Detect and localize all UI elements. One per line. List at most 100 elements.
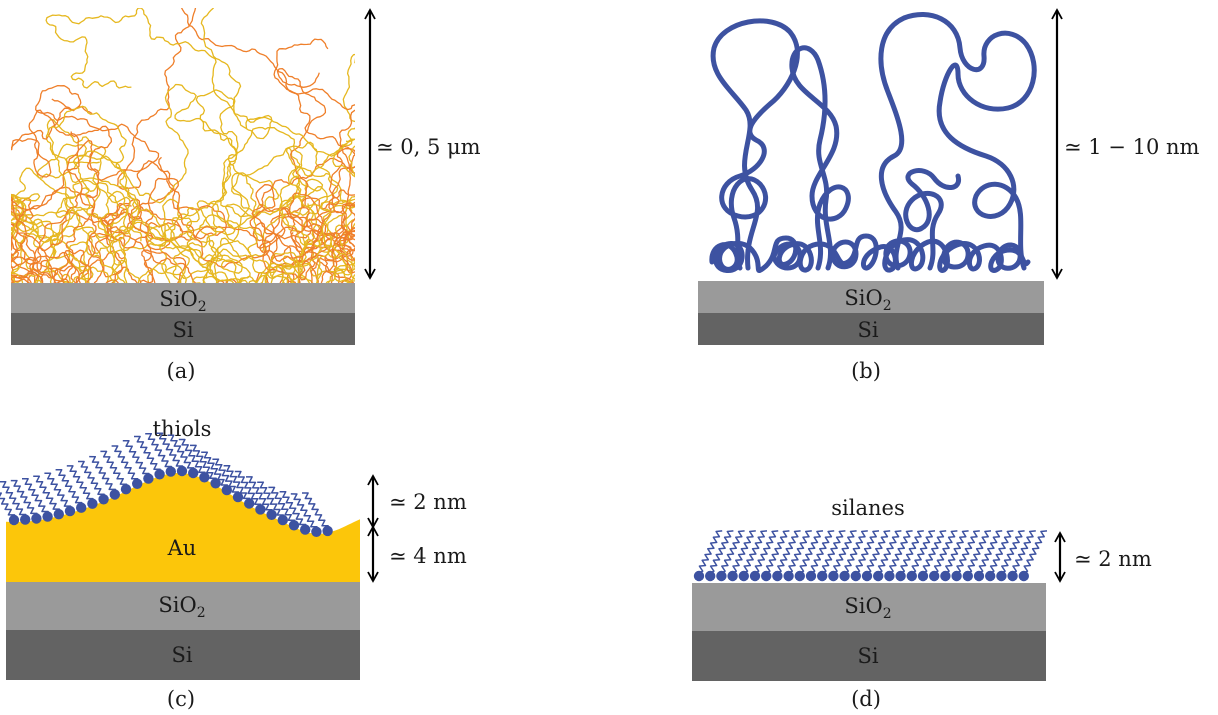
thiol-chain — [55, 469, 83, 507]
silane-chain — [967, 530, 992, 574]
polymer-brush-thick-layer — [11, 8, 355, 283]
silane-headgroup — [951, 570, 962, 582]
silane-chain — [933, 530, 958, 574]
thiol-headgroup — [87, 498, 98, 509]
thickness-label: ≃ 1 − 10 nm — [1064, 135, 1200, 159]
thiol-chain — [279, 491, 307, 529]
thiol-headgroup — [300, 524, 311, 535]
thiol-headgroup — [165, 466, 176, 477]
thiol-chain — [145, 432, 173, 471]
silane-headgroup — [895, 570, 906, 582]
thiol-headgroups — [8, 465, 333, 537]
thiol-chain — [134, 435, 161, 474]
thiol-chain — [212, 458, 240, 497]
silane-chain — [1023, 530, 1048, 574]
thiol-headgroup — [199, 472, 210, 483]
polymer-chain — [11, 84, 197, 283]
silane-headgroup — [761, 570, 772, 582]
panel-b: SiO2 Si ≃ 1 − 10 nm (b) — [698, 8, 1200, 383]
silane-chain — [810, 530, 835, 574]
si-substrate — [692, 631, 1046, 681]
polymer-loops-base — [709, 233, 1031, 274]
silane-headgroup — [716, 570, 727, 582]
sio2-label: SiO2 — [844, 286, 891, 314]
silane-chain — [844, 530, 868, 574]
silane-headgroup — [940, 570, 951, 582]
panel-a: SiO2 Si ≃ 0, 5 μm (a) — [11, 8, 481, 383]
polymer-chain — [11, 202, 132, 283]
gold-layer — [6, 473, 360, 582]
polymer-chain — [200, 8, 347, 283]
sio2-label: SiO2 — [158, 593, 205, 621]
polymer-chain — [264, 138, 355, 283]
polymer-chain — [301, 147, 355, 283]
sio2-layer — [11, 283, 355, 313]
silane-chain — [754, 530, 779, 574]
caption-c: (c) — [167, 687, 195, 711]
thiol-headgroup — [64, 505, 76, 517]
si-substrate — [698, 313, 1044, 345]
silane-headgroup — [738, 570, 749, 582]
polymer-chain — [789, 45, 851, 271]
thiol-chain — [0, 481, 27, 519]
polymer-chain — [11, 119, 119, 283]
silane-headgroup — [705, 570, 716, 582]
thickness-label: ≃ 2 nm — [1074, 547, 1152, 571]
thiol-chain — [100, 450, 128, 489]
polymer-chain — [11, 193, 190, 283]
thiol-headgroup — [288, 520, 300, 531]
polymer-chain — [251, 38, 355, 283]
sio2-layer — [698, 281, 1044, 313]
thiol-headgroup — [188, 467, 199, 479]
silane-headgroup — [772, 570, 783, 582]
thiol-chain — [122, 440, 150, 478]
silane-headgroup — [805, 570, 817, 582]
thiol-headgroup — [244, 498, 255, 509]
thiol-chain — [290, 493, 318, 531]
silane-chain — [833, 530, 857, 574]
thiol-chain — [268, 486, 296, 525]
thiol-chain — [66, 465, 94, 503]
silane-chain — [989, 530, 1014, 574]
silane-headgroup — [861, 570, 873, 582]
silane-headgroup — [839, 570, 850, 582]
silane-chain — [765, 530, 790, 574]
polymer-chain — [213, 199, 355, 283]
thiol-headgroup — [176, 465, 188, 477]
thiol-chain — [167, 434, 195, 473]
thiol-chain — [234, 470, 262, 509]
silane-headgroup — [727, 570, 738, 582]
thiol-chain — [111, 445, 139, 483]
silane-chain — [1001, 530, 1025, 574]
thiol-chain — [0, 492, 16, 520]
thiol-chain — [302, 492, 329, 530]
thiol-headgroup — [311, 526, 322, 537]
silane-chain — [978, 530, 1003, 574]
polymer-chain — [15, 125, 184, 283]
silane-headgroup — [962, 570, 973, 582]
silane-chain — [799, 530, 824, 574]
sio2-label: SiO2 — [844, 594, 891, 622]
silane-chain — [743, 530, 768, 574]
thiol-chain — [178, 438, 206, 477]
si-label: Si — [171, 643, 192, 667]
sio2-layer — [6, 582, 360, 630]
silane-chain — [732, 530, 756, 574]
polymer-chain — [47, 105, 229, 283]
thiol-chain — [201, 451, 229, 490]
silane-headgroup — [749, 570, 761, 582]
thiol-chain — [22, 478, 49, 516]
polymer-chain — [47, 89, 273, 283]
silane-headgroup — [1018, 570, 1029, 582]
silane-chain — [956, 530, 980, 574]
silane-headgroup — [917, 570, 929, 582]
thickness-label: ≃ 0, 5 μm — [376, 135, 481, 159]
silane-chain — [911, 530, 936, 574]
silane-chain — [1012, 530, 1036, 574]
polymer-chain — [903, 168, 962, 271]
thiol-chain — [257, 481, 285, 520]
thiol-headgroup — [221, 484, 232, 496]
thiol-chains — [0, 432, 329, 531]
si-label: Si — [857, 318, 878, 342]
